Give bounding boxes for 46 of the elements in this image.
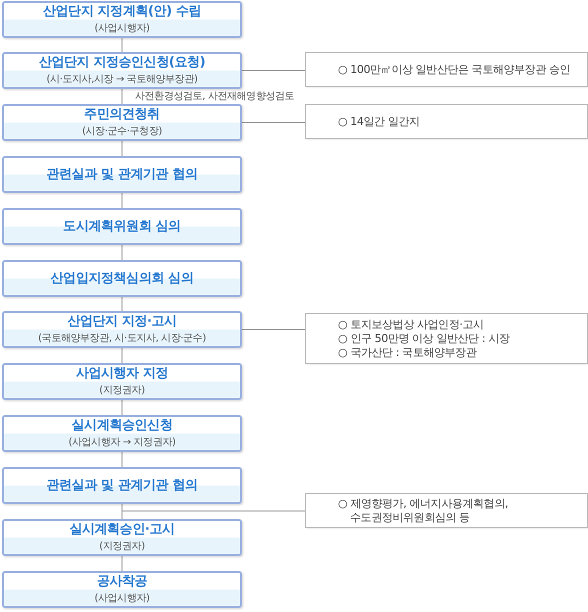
note-box <box>305 493 588 528</box>
connector-line <box>242 70 306 71</box>
step-subtitle: (시장·군수·구청장) <box>82 125 162 138</box>
process-box <box>2 1 242 38</box>
step-title: 산업단지 지정·고시 <box>67 314 177 330</box>
step-title: 실시계획승인신청 <box>72 418 172 434</box>
note-text: ○ 국가산단 : 국토해양부장관 <box>338 346 476 360</box>
step-subtitle: (사업시행자) <box>94 592 150 605</box>
step-subtitle: (사업시행자 → 지정권자) <box>68 436 176 449</box>
step-title: 관련실과 및 관계기관 협의 <box>46 166 198 182</box>
process-box <box>2 519 242 556</box>
process-box <box>2 156 242 193</box>
step-subtitle: (지정권자) <box>99 384 145 397</box>
note-text: ○ 100만㎡이상 일반산단은 국토해양부장관 승인 <box>338 62 570 76</box>
step-title: 산업단지 지정계획(안) 수립 <box>43 4 201 20</box>
step-title: 공사착공 <box>96 574 148 590</box>
process-box <box>2 571 242 608</box>
connector-line <box>242 122 306 123</box>
step-subtitle: (지정권자) <box>99 540 145 553</box>
note-text: ○ 인구 50만명 이상 일반산단 : 시장 <box>338 332 510 346</box>
step-subtitle: (시·도지사,시장 → 국토해양부장관) <box>46 73 198 86</box>
step-title: 주민의견청취 <box>84 107 160 123</box>
step-title: 실시계획승인·고시 <box>69 522 175 538</box>
note-box <box>305 52 588 87</box>
note-text: ○ 제영향평가, 에너지사용계획협의, 수도권정비위원회심의 등 <box>338 496 509 524</box>
note-box <box>305 313 588 364</box>
step-title: 산업입지정책심의회 심의 <box>50 270 194 286</box>
step-subtitle: (국토해양부장관, 시·도지사, 시장·군수) <box>38 332 206 345</box>
process-box <box>2 363 242 400</box>
step-title: 관련실과 및 관계기관 협의 <box>46 478 198 494</box>
note-box <box>305 104 588 139</box>
process-box <box>2 52 242 89</box>
connector-line <box>242 329 306 330</box>
process-box <box>2 467 242 504</box>
step-title: 도시계획위원회 심의 <box>63 218 181 234</box>
note-text: ○ 토지보상법상 사업인정·고시 <box>338 318 484 332</box>
process-box <box>2 415 242 452</box>
process-box <box>2 260 242 297</box>
process-box <box>2 208 242 245</box>
process-box <box>2 311 242 348</box>
note-text: ○ 14일간 일간지 <box>338 114 420 128</box>
step-title: 사업시행자 지정 <box>76 366 168 382</box>
step-subtitle: (사업시행자) <box>94 22 150 35</box>
process-box <box>2 104 242 141</box>
edge-label: 사전환경성검토, 사전재해영향성검토 <box>135 91 294 103</box>
step-title: 산업단지 지정승인신청(요청) <box>38 55 206 71</box>
